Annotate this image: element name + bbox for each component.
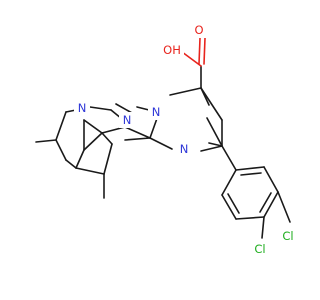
bond-ar-d3 — [227, 193, 240, 214]
bond-ar-5 — [221, 194, 237, 220]
bond-py-9 — [55, 139, 67, 161]
bond-c6-n-double — [208, 142, 223, 147]
chemical-structure-diagram: O OH N N N N Cl Cl — [35, 22, 297, 257]
bond-pz-5 — [124, 137, 151, 141]
bond-c-o-double-b — [203, 37, 206, 65]
bond-ar-link — [221, 145, 237, 171]
bond-c4-c5 — [200, 87, 223, 121]
bond-pz-4 — [115, 103, 133, 114]
bond-pz-2 — [124, 126, 151, 139]
bond-ar-d2 — [259, 192, 272, 213]
bond-py-13 — [75, 167, 105, 175]
atom-o-hydroxyl: OH — [163, 43, 181, 57]
bonds — [35, 37, 291, 239]
bond-ar-6 — [221, 169, 237, 196]
atom-n-pyrazole-2: N — [123, 113, 132, 127]
bond-ar-1 — [235, 166, 265, 171]
bond-ar-4 — [235, 216, 265, 220]
bond-ar-2 — [263, 166, 279, 193]
bond-py-10 — [35, 139, 57, 143]
bond-py-3 — [83, 119, 103, 134]
bond-cl-2 — [261, 216, 265, 239]
atom-cl-1: Cl — [282, 229, 293, 243]
bond-c-o-double-a — [198, 37, 201, 65]
bond-py-5 — [83, 132, 103, 151]
bond-py-7 — [75, 149, 85, 169]
bond-c6-n — [200, 145, 223, 152]
bond-n-c4 — [169, 87, 202, 96]
bond-ar-d1 — [240, 172, 262, 176]
atom-cl-2: Cl — [254, 242, 265, 256]
atom-n-pyrazole-1: N — [152, 105, 161, 119]
bond-py-6 — [101, 132, 113, 145]
atom-o-carbonyl: O — [194, 23, 203, 37]
bond-py-14 — [103, 143, 113, 175]
atom-labels: O OH N N N N Cl Cl — [74, 22, 297, 257]
bond-c5-c6 — [206, 117, 223, 147]
bond-n-c — [149, 137, 173, 150]
bond-ar-3 — [263, 191, 279, 218]
bond-py-11 — [55, 111, 67, 141]
atom-n-pyrimidine: N — [180, 142, 189, 156]
bond-py-8 — [65, 159, 77, 169]
bond-py-1 — [89, 106, 112, 111]
bond-cl-1 — [277, 191, 291, 223]
atom-n-pyridine: N — [78, 101, 87, 115]
